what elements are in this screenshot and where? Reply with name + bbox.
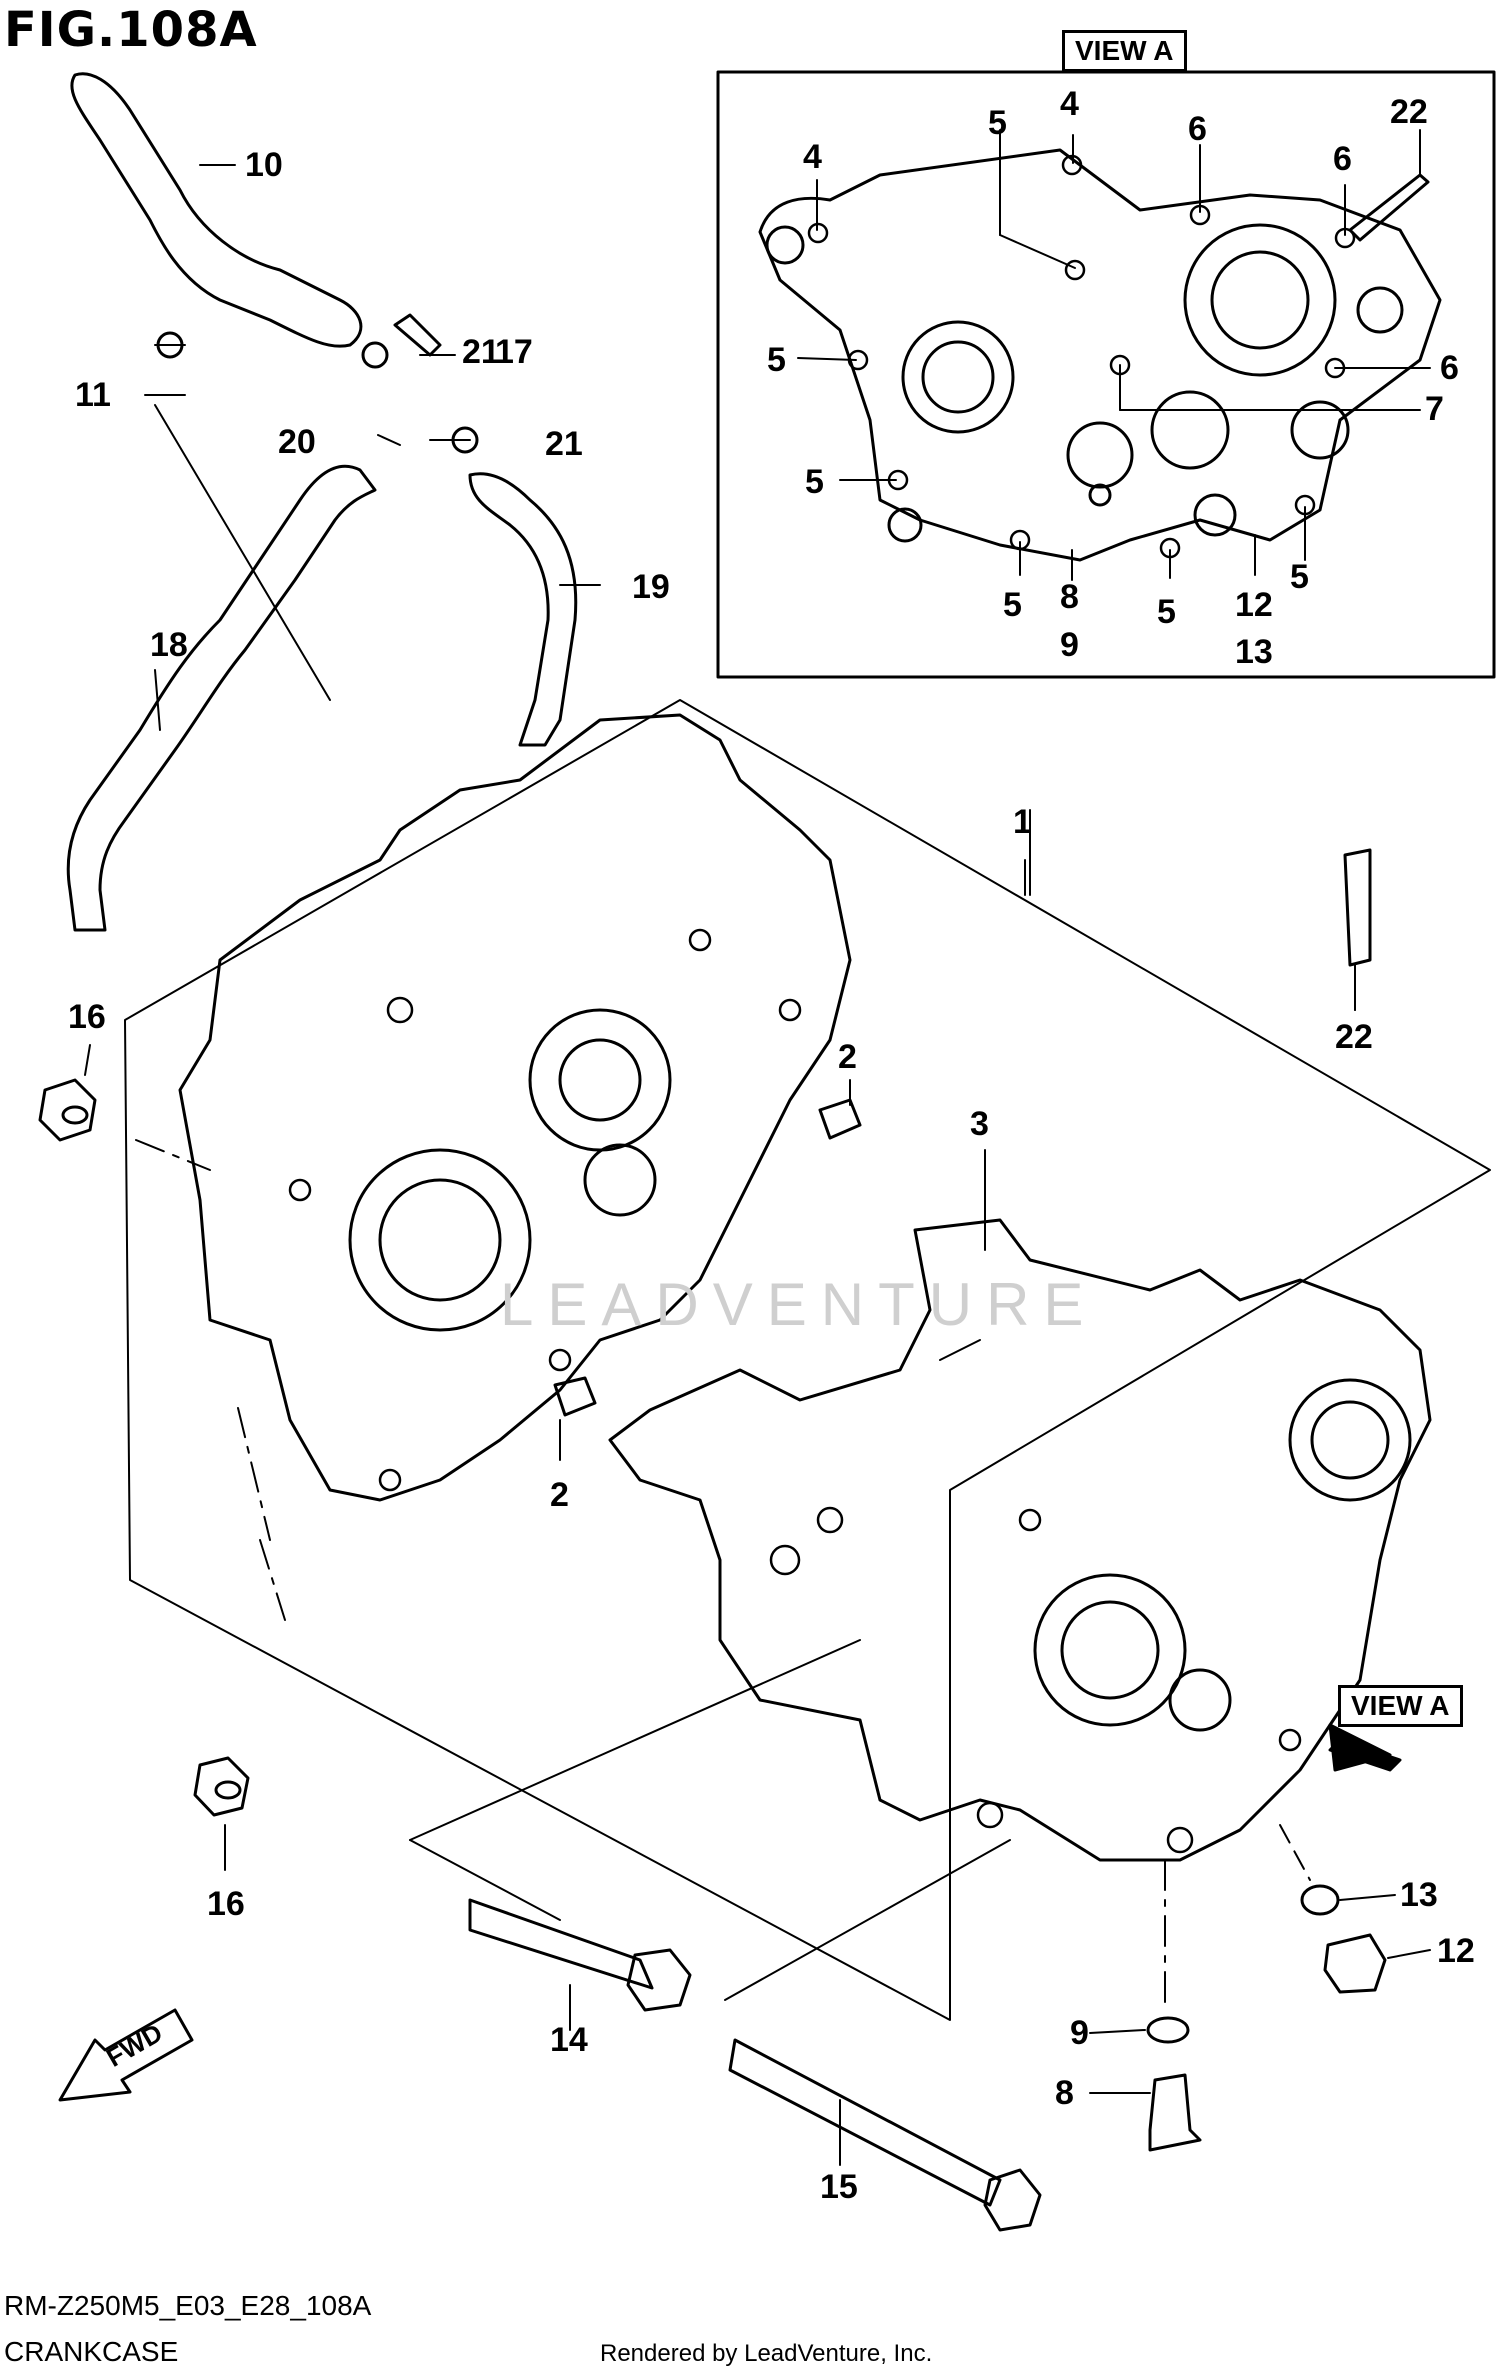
view-a-callout: 4 xyxy=(803,138,822,176)
view-a-callout: 9 xyxy=(1060,626,1079,664)
view-a-header: VIEW A xyxy=(1062,30,1187,72)
view-a-callout: 12 xyxy=(1235,586,1273,624)
hose-18 xyxy=(66,464,377,932)
callout-21: 21 xyxy=(545,425,583,463)
view-a-callout: 22 xyxy=(1390,93,1428,131)
crankcase-left xyxy=(178,713,852,1502)
view-a-callout: 6 xyxy=(1440,349,1459,387)
callout-9: 9 xyxy=(1070,2014,1089,2052)
callout-15: 15 xyxy=(820,2168,858,2206)
callout-19: 19 xyxy=(632,568,670,606)
callout-18: 18 xyxy=(150,626,188,664)
view-a-callout: 6 xyxy=(1333,140,1352,178)
callout-21: 21 xyxy=(462,333,500,371)
callout-1: 1 xyxy=(1013,803,1032,841)
view-a-callout: 4 xyxy=(1060,85,1079,123)
view-a-callout: 8 xyxy=(1060,578,1079,616)
hose-10 xyxy=(70,72,363,348)
view-a-callout: 5 xyxy=(805,463,824,501)
credit-line: Rendered by LeadVenture, Inc. xyxy=(600,2340,933,2367)
view-a-callout: 5 xyxy=(767,341,786,379)
callout-2: 2 xyxy=(550,1476,569,1514)
bolt-15 xyxy=(728,2038,1002,2207)
callout-13: 13 xyxy=(1400,1876,1438,1914)
bolt-14 xyxy=(468,1898,654,1990)
model-code: RM-Z250M5_E03_E28_108A xyxy=(4,2290,372,2321)
view-a-callout: 13 xyxy=(1235,633,1273,671)
view-a-frame xyxy=(716,70,1496,679)
watermark: LEADVENTURE xyxy=(500,1271,1098,1338)
view-a-callout: 5 xyxy=(988,104,1007,142)
view-a-callout: 7 xyxy=(1425,390,1444,428)
fwd-arrow xyxy=(58,2008,194,2102)
callout-12: 12 xyxy=(1437,1932,1475,1970)
hose-19 xyxy=(468,472,578,747)
callout-14: 14 xyxy=(550,2021,588,2059)
view-a-callout: 5 xyxy=(1003,586,1022,624)
section-name: CRANKCASE xyxy=(4,2336,179,2367)
view-a-callout: 5 xyxy=(1157,593,1176,631)
callout-22: 22 xyxy=(1335,1018,1373,1056)
callout-10: 10 xyxy=(245,146,283,184)
callout-8: 8 xyxy=(1055,2074,1074,2112)
view-a-callout: 6 xyxy=(1188,110,1207,148)
callout-16: 16 xyxy=(68,998,106,1036)
view-a-crankcase xyxy=(758,148,1442,562)
view-a-pointer: VIEW A xyxy=(1338,1685,1463,1727)
callout-20: 20 xyxy=(278,423,316,461)
callout-2: 2 xyxy=(838,1038,857,1076)
figure-title: FIG.108A xyxy=(4,2,258,58)
callout-16: 16 xyxy=(207,1885,245,1923)
callout-17: 17 xyxy=(495,333,533,371)
callout-3: 3 xyxy=(970,1105,989,1143)
callout-11: 11 xyxy=(75,376,111,414)
crankcase-right xyxy=(608,1218,1432,1862)
view-a-callout: 5 xyxy=(1290,558,1309,596)
